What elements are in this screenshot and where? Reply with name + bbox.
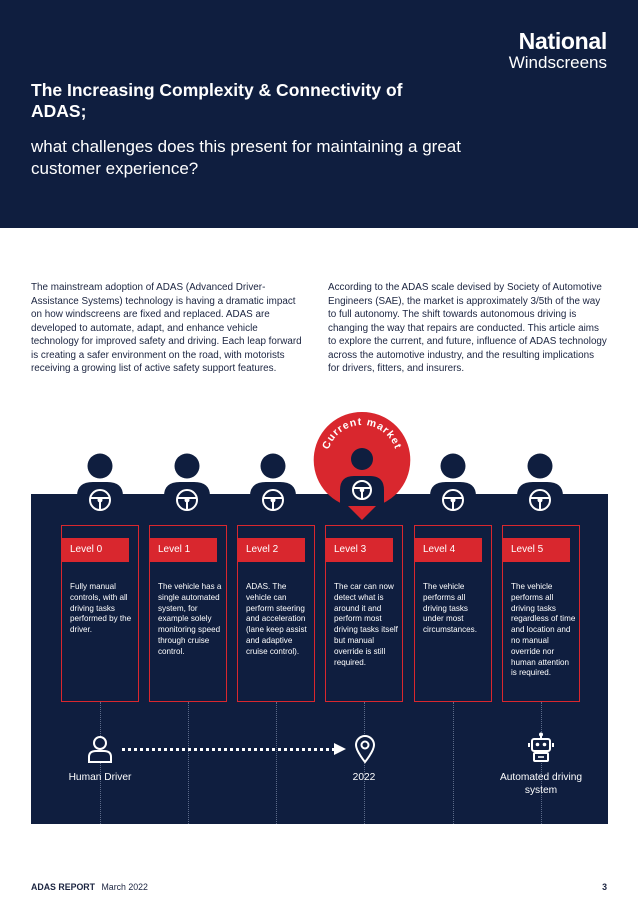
driver-level-5-icon (517, 453, 563, 516)
automated-system-label: Automated driving system (499, 772, 583, 796)
level-5-tag: Level 5 (502, 538, 570, 562)
driver-level-1-icon (164, 453, 210, 516)
person-outline-icon (88, 736, 112, 763)
driver-level-0-icon (77, 453, 123, 516)
location-pin-icon (354, 735, 376, 764)
year-label: 2022 (352, 772, 376, 783)
level-5-description: The vehicle performs all driving tasks r… (511, 582, 576, 678)
level-0-description: Fully manual controls, with all driving … (70, 582, 132, 635)
level-2-description: ADAS. The vehicle can perform steering a… (246, 582, 307, 656)
guide-line-5 (541, 702, 542, 824)
page-number: 3 (602, 882, 607, 892)
level-0-tag: Level 0 (61, 538, 129, 562)
level-2-column (237, 525, 315, 702)
level-0-column (61, 525, 139, 702)
level-4-column (414, 525, 492, 702)
level-1-description: The vehicle has a single automated syste… (158, 582, 222, 656)
footer-date: March 2022 (101, 882, 148, 892)
timeline-arrow-head (334, 743, 346, 755)
brand-line-1: National (518, 28, 608, 54)
footer-report-name: ADAS REPORT (31, 882, 96, 892)
level-3-tag: Level 3 (325, 538, 393, 562)
level-5-column (502, 525, 580, 702)
guide-line-2 (276, 702, 277, 824)
intro-paragraph-left: The mainstream adoption of ADAS (Advance… (31, 282, 302, 374)
guide-line-3 (364, 702, 365, 824)
level-2-tag: Level 2 (237, 538, 305, 562)
level-4-description: The vehicle performs all driving tasks u… (423, 582, 477, 635)
intro-paragraph-right: According to the ADAS scale devised by S… (328, 282, 607, 374)
brand-logo: National Windscreens (508, 28, 608, 72)
level-1-tag: Level 1 (149, 538, 217, 562)
guide-line-1 (188, 702, 189, 824)
driver-level-2-icon (250, 453, 296, 516)
level-4-tag: Level 4 (414, 538, 482, 562)
driver-level-4-icon (430, 453, 476, 516)
level-1-column (149, 525, 227, 702)
footer-report: ADAS REPORT March 2022 (31, 882, 148, 892)
human-driver-label: Human Driver (68, 772, 132, 783)
brand-line-2: Windscreens (508, 53, 607, 72)
page-title: The Increasing Complexity & Connectivity… (31, 80, 403, 121)
level-3-column (325, 525, 403, 702)
current-market-badge: Current market (313, 411, 411, 520)
timeline-arrow-line (122, 748, 335, 751)
header-banner: National Windscreens The Increasing Comp… (0, 0, 638, 228)
level-3-description: The car can now detect what is around it… (334, 582, 398, 667)
robot-icon (528, 732, 554, 762)
guide-line-0 (100, 702, 101, 824)
guide-line-4 (453, 702, 454, 824)
page-subtitle: what challenges does this present for ma… (31, 137, 461, 178)
